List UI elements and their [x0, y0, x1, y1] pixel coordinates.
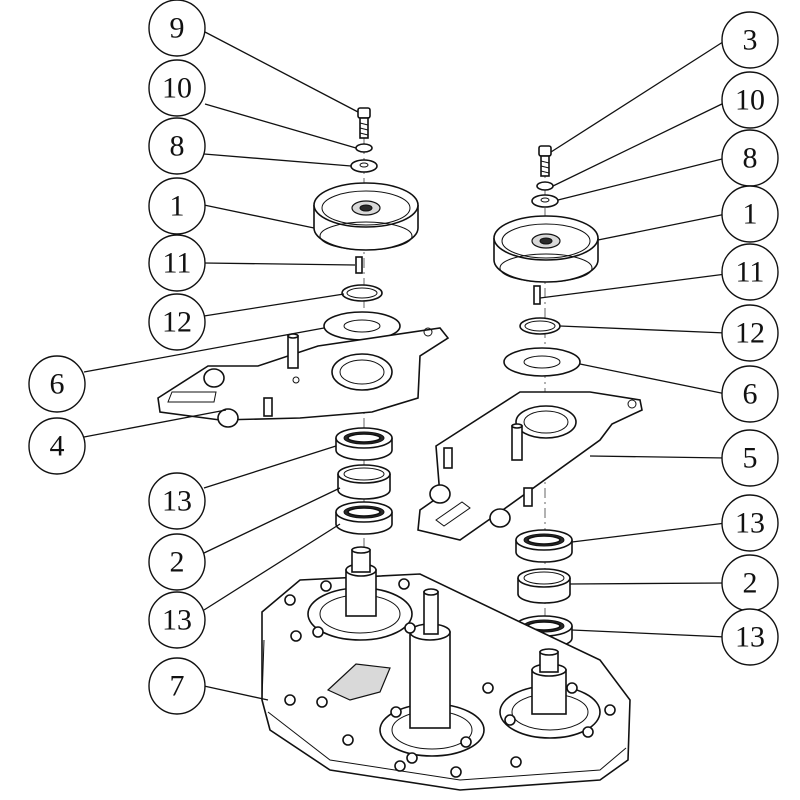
callout-label: 6 [50, 368, 65, 401]
callout-label: 4 [50, 430, 65, 463]
callout-label: 1 [170, 190, 185, 223]
left-pulley [313, 182, 419, 251]
left-bolt [357, 107, 371, 139]
right-mounting-plate [417, 391, 643, 541]
callout-left-13b: 13 [148, 591, 206, 649]
housing-bolts [284, 578, 616, 778]
callouts-right: 3 10 8 1 11 12 6 5 13 2 13 [721, 11, 779, 666]
left-snap-ring [341, 284, 383, 302]
callout-label: 12 [735, 317, 765, 350]
callout-right-12: 12 [721, 304, 779, 362]
callout-label: 12 [162, 306, 192, 339]
callout-label: 8 [170, 130, 185, 163]
gearbox-housing [261, 546, 631, 791]
callout-right-11: 11 [721, 243, 779, 301]
callout-label: 6 [743, 378, 758, 411]
callout-left-4: 4 [28, 417, 86, 475]
callout-right-6: 6 [721, 365, 779, 423]
left-mounting-plate [157, 327, 450, 428]
callout-right-3: 3 [721, 11, 779, 69]
callout-right-8: 8 [721, 129, 779, 187]
left-bearing-upper [335, 427, 393, 461]
callouts-left: 9 10 8 1 11 12 6 4 13 2 13 7 [28, 0, 206, 715]
right-bearing-upper [515, 529, 573, 563]
right-key [533, 285, 541, 305]
callout-label: 13 [735, 621, 765, 654]
callout-left-2: 2 [148, 533, 206, 591]
right-bolt [538, 145, 552, 177]
right-spacer-ring [517, 568, 571, 604]
callout-left-9: 9 [148, 0, 206, 57]
right-stack [417, 145, 643, 660]
callout-label: 3 [743, 24, 758, 57]
callout-label: 13 [162, 604, 192, 637]
callout-label: 9 [170, 12, 185, 45]
left-bearing-lower [335, 501, 393, 535]
callout-label: 13 [162, 485, 192, 518]
left-flat-washer [350, 159, 378, 173]
left-lock-washer [355, 143, 373, 153]
callout-label: 7 [170, 670, 185, 703]
callout-left-12: 12 [148, 293, 206, 351]
callout-label: 5 [743, 442, 758, 475]
right-spacer-washer [503, 347, 581, 377]
callout-label: 10 [735, 84, 765, 117]
left-spacer-ring [337, 464, 391, 500]
callout-left-10: 10 [148, 59, 206, 117]
left-key [355, 256, 363, 274]
callout-label: 8 [743, 142, 758, 175]
callout-left-7: 7 [148, 657, 206, 715]
left-stack [157, 107, 450, 560]
callout-label: 11 [163, 247, 192, 280]
callout-label: 11 [736, 256, 765, 289]
right-flat-washer [531, 194, 559, 208]
callout-left-6: 6 [28, 355, 86, 413]
right-snap-ring [519, 317, 561, 335]
callout-left-11: 11 [148, 234, 206, 292]
leader-lines [83, 31, 727, 701]
callout-right-13a: 13 [721, 494, 779, 552]
callout-label: 1 [743, 198, 758, 231]
callout-left-1: 1 [148, 177, 206, 235]
callout-right-2: 2 [721, 554, 779, 612]
callout-right-1: 1 [721, 185, 779, 243]
right-lock-washer [536, 181, 554, 191]
callout-label: 13 [735, 507, 765, 540]
callout-right-10: 10 [721, 71, 779, 129]
callout-label: 10 [162, 72, 192, 105]
callout-label: 2 [170, 546, 185, 579]
callout-left-8: 8 [148, 117, 206, 175]
right-pulley [493, 215, 599, 283]
callout-right-5: 5 [721, 429, 779, 487]
callout-left-13a: 13 [148, 472, 206, 530]
callout-right-13b: 13 [721, 608, 779, 666]
callout-label: 2 [743, 567, 758, 600]
